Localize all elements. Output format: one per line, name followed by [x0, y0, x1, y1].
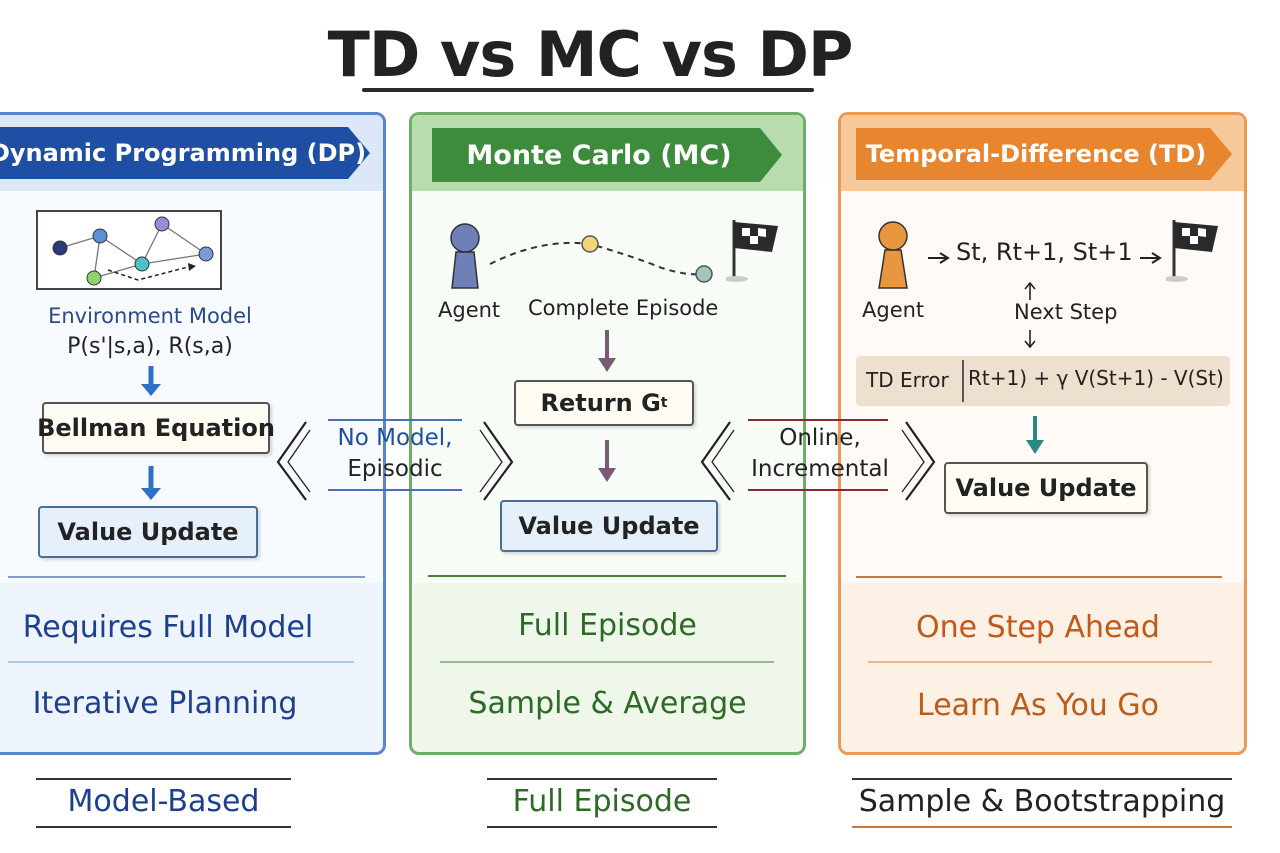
dp-header: Dynamic Programming (DP) — [0, 127, 370, 179]
dp-separator-1 — [8, 576, 365, 578]
td-header-text: Temporal-Difference (TD) — [865, 140, 1207, 168]
page-title: TD vs MC vs DP — [327, 18, 854, 91]
td-error-formula: Rt+1) + γ V(St+1) - V(St) — [968, 366, 1224, 390]
td-error-bar — [856, 356, 1230, 406]
mc-value-update-text: Value Update — [518, 512, 700, 540]
title-underline — [362, 88, 814, 92]
dp-mc-connector-line2: Episodic — [347, 456, 443, 482]
mc-down-arrow-2 — [598, 440, 616, 482]
td-transition: St, Rt+1, St+1 — [956, 238, 1133, 266]
dp-bellman-box: Bellman Equation — [37, 402, 275, 454]
mc-finish-flag-icon — [726, 220, 778, 282]
dp-mc-connector-arrows — [276, 419, 514, 501]
dp-bellman-text: Bellman Equation — [37, 414, 275, 442]
environment-graph-icon — [36, 210, 222, 290]
dp-separator-2 — [8, 661, 354, 663]
mc-return-subscript: t — [660, 395, 668, 411]
td-footer-line-bottom — [852, 826, 1232, 828]
td-agent-icon — [878, 221, 908, 289]
dp-environment-model-label: Environment Model — [48, 304, 252, 328]
td-down-arrow-small — [1024, 330, 1036, 349]
mc-header-text: Monte Carlo (MC) — [466, 139, 732, 171]
mc-return-text: Return G — [540, 389, 661, 417]
td-up-arrow — [1024, 281, 1036, 300]
dp-down-arrow-2 — [141, 466, 161, 500]
td-footer: Sample & Bootstrapping — [858, 784, 1226, 819]
dp-footer: Model-Based — [67, 784, 260, 819]
td-arrow-out — [1140, 252, 1162, 264]
td-finish-flag-icon — [1166, 220, 1218, 282]
dp-mc-connector-line1: No Model, — [337, 425, 453, 451]
dp-environment-model-formula: P(s'|s,a), R(s,a) — [67, 334, 233, 359]
mc-separator-2 — [440, 661, 774, 663]
dp-header-text: Dynamic Programming (DP) — [0, 139, 367, 167]
mc-td-connector-line1: Online, — [779, 425, 861, 451]
dp-footer-line-bottom — [36, 826, 291, 828]
dp-footer-line-top — [36, 778, 291, 780]
td-separator-1 — [856, 576, 1222, 578]
dp-down-arrow-1 — [141, 366, 161, 396]
mc-separator-1 — [428, 575, 786, 577]
td-error-divider — [962, 360, 964, 402]
td-agent-label: Agent — [862, 298, 925, 322]
mc-value-update-box: Value Update — [500, 500, 718, 552]
td-header: Temporal-Difference (TD) — [856, 128, 1232, 180]
mc-property-1: Full Episode — [518, 608, 697, 643]
dp-property-1: Requires Full Model — [22, 610, 314, 645]
td-separator-2 — [868, 661, 1212, 663]
td-down-arrow-1 — [1026, 416, 1044, 454]
mc-footer-line-bottom — [487, 826, 717, 828]
dp-value-update-box: Value Update — [38, 506, 258, 558]
mc-header: Monte Carlo (MC) — [432, 128, 782, 182]
td-error-label: TD Error — [866, 368, 949, 392]
dp-property-2: Iterative Planning — [32, 686, 298, 721]
mc-down-arrow-1 — [598, 330, 616, 372]
mc-agent-icon — [450, 223, 480, 289]
dp-value-update-text: Value Update — [57, 518, 239, 546]
mc-td-connector-arrows — [700, 419, 936, 501]
mc-td-connector-line2: Incremental — [751, 456, 889, 482]
td-arrow-in — [928, 252, 950, 264]
td-next-step-label: Next Step — [1014, 300, 1118, 324]
mc-footer-line-top — [487, 778, 717, 780]
mc-episode-label: Complete Episode — [528, 296, 719, 320]
mc-episode-path — [489, 235, 713, 283]
td-footer-line-top — [852, 778, 1232, 780]
td-value-update-box: Value Update — [944, 462, 1148, 514]
td-property-2: Learn As You Go — [917, 688, 1159, 723]
td-property-1: One Step Ahead — [916, 610, 1160, 645]
mc-agent-label: Agent — [438, 298, 501, 322]
td-value-update-text: Value Update — [955, 474, 1137, 502]
mc-footer: Full Episode — [512, 784, 692, 819]
mc-property-2: Sample & Average — [468, 686, 747, 721]
